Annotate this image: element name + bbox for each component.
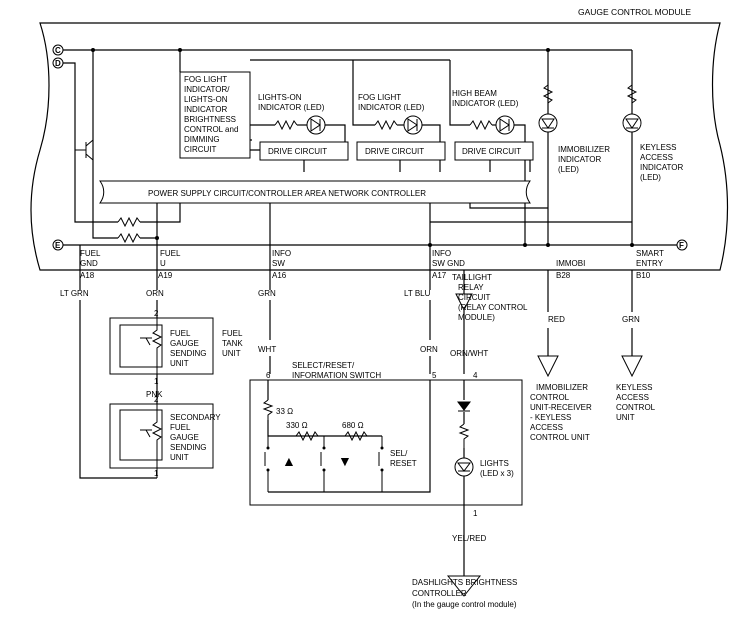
svg-text:SEL/RESET: SEL/RESET xyxy=(390,449,417,468)
connector-e: E xyxy=(52,239,64,251)
svg-text:LIGHTS(LED x 3): LIGHTS(LED x 3) xyxy=(480,459,514,478)
connector-f: F xyxy=(676,239,688,251)
junction-1 xyxy=(155,236,159,240)
dash-lights-led: LIGHTS(LED x 3) 1 xyxy=(454,380,514,518)
module-title: GAUGE CONTROL MODULE xyxy=(578,7,691,17)
svg-text:DRIVE CIRCUIT: DRIVE CIRCUIT xyxy=(462,147,521,156)
svg-text:1: 1 xyxy=(154,469,159,478)
drive-circuit-3: DRIVE CIRCUIT xyxy=(454,141,534,161)
drive-circuit-1: DRIVE CIRCUIT xyxy=(259,141,349,161)
external-wires xyxy=(79,270,633,479)
wire-yel-red: YEL/RED xyxy=(452,534,486,543)
svg-text:F: F xyxy=(679,241,684,250)
fog-dimming-block: FOG LIGHT INDICATOR/ LIGHTS-ON INDICATOR… xyxy=(179,71,251,159)
wire-pnk: PNK xyxy=(146,390,163,399)
svg-text:680 Ω: 680 Ω xyxy=(342,421,364,430)
wire-orn: ORN xyxy=(420,345,438,354)
resistors-internal xyxy=(117,216,141,244)
svg-text:33 Ω: 33 Ω xyxy=(276,407,293,416)
up-button-symbol: ▲ xyxy=(282,453,296,469)
svg-text:2: 2 xyxy=(154,309,159,318)
wire-wht: WHT xyxy=(258,345,276,354)
svg-text:POWER SUPPLY CIRCUIT/CONTROLLE: POWER SUPPLY CIRCUIT/CONTROLLER AREA NET… xyxy=(148,189,426,198)
svg-text:D: D xyxy=(55,59,61,68)
svg-text:5: 5 xyxy=(432,371,437,380)
svg-text:330 Ω: 330 Ω xyxy=(286,421,308,430)
svg-text:6: 6 xyxy=(266,371,271,380)
transistor-symbol xyxy=(75,139,94,161)
svg-text:DRIVE CIRCUIT: DRIVE CIRCUIT xyxy=(268,147,327,156)
svg-text:DRIVE CIRCUIT: DRIVE CIRCUIT xyxy=(365,147,424,156)
svg-text:2: 2 xyxy=(154,395,159,404)
svg-text:C: C xyxy=(55,46,61,55)
top-rail xyxy=(63,48,633,245)
gauge-control-module-outline xyxy=(30,22,729,271)
drive-links xyxy=(250,139,531,172)
wire-orn-wht: ORN/WHT xyxy=(450,349,488,358)
connector-c: C xyxy=(52,44,64,56)
fog-dimming-label: FOG LIGHT INDICATOR/ LIGHTS-ON INDICATOR… xyxy=(184,75,241,154)
down-button-symbol: ▼ xyxy=(338,453,352,469)
drive-circuit-2: DRIVE CIRCUIT xyxy=(356,141,446,161)
power-supply-block: POWER SUPPLY CIRCUIT/CONTROLLER AREA NET… xyxy=(99,180,531,204)
svg-text:1: 1 xyxy=(473,509,478,518)
select-reset-switch: SELECT/RESET/INFORMATION SWITCH 6 5 4 33… xyxy=(249,361,523,506)
svg-text:SELECT/RESET/INFORMATION SWITC: SELECT/RESET/INFORMATION SWITCH xyxy=(292,361,381,380)
svg-text:E: E xyxy=(55,241,61,250)
connector-d: D xyxy=(52,57,64,69)
svg-text:4: 4 xyxy=(473,371,478,380)
